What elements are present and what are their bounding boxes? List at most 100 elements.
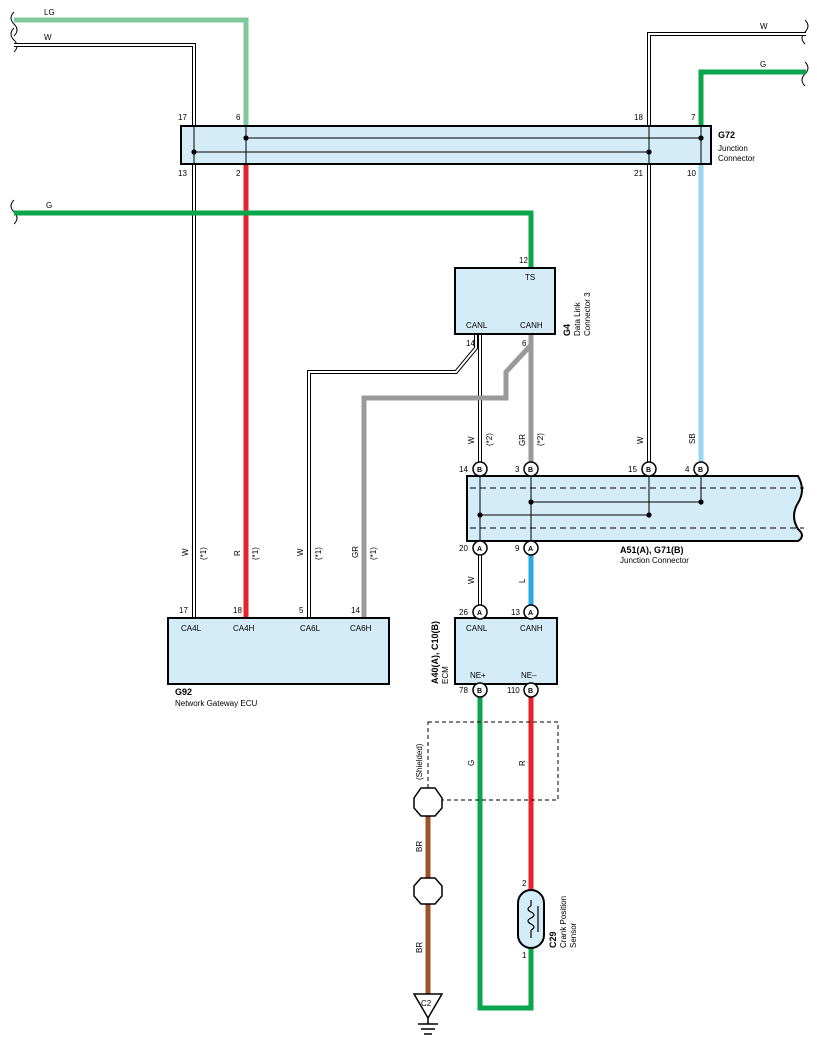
g4-name-2: Connector 3 <box>583 292 592 336</box>
g4-pin-12: 12 <box>519 256 528 265</box>
c29-pin-1: 1 <box>522 951 527 960</box>
g92-pin-18: 18 <box>233 606 242 615</box>
g72-internal-bus <box>193 126 702 164</box>
g72-pin-13: 13 <box>178 169 187 178</box>
label-g-mid: G <box>46 201 52 210</box>
a51-pin-9-letter: A <box>528 546 533 553</box>
a51-pin-15: 15 <box>628 465 637 474</box>
g92-pin-14: 14 <box>351 606 360 615</box>
label-sb-a51-4: SB <box>688 433 697 444</box>
g4-code: G4 <box>562 324 572 336</box>
g4-terminal-canh: CANH <box>520 321 543 330</box>
g72-pin-17: 17 <box>178 113 187 122</box>
ecm-terminal-canh: CANH <box>520 624 543 633</box>
g4-connector-box <box>454 267 556 335</box>
c29-sensor-body <box>517 889 545 949</box>
ecm-box <box>454 617 558 685</box>
g92-terminal-ca6h: CA6H <box>350 624 372 633</box>
a51-pin-20: 20 <box>459 544 468 553</box>
ecm-pin-110-letter: B <box>528 688 533 695</box>
g92-terminal-ca6l: CA6L <box>300 624 321 633</box>
label-star2-b: (*2) <box>536 433 545 446</box>
label-w-top-right: W <box>760 22 768 31</box>
label-g-top-right: G <box>760 60 766 69</box>
g92-code: G92 <box>175 687 192 697</box>
label-star1-b: (*1) <box>251 547 260 560</box>
g72-pin-6: 6 <box>236 113 241 122</box>
c29-coil-icon <box>527 900 539 938</box>
label-star2-a: (*2) <box>485 433 494 446</box>
a51-top-pin-circles <box>472 461 709 698</box>
a51-connector-box <box>466 475 803 542</box>
wire-w-top-left <box>14 43 196 126</box>
ecm-pin-110: 110 <box>507 686 520 695</box>
a51-pin-14: 14 <box>459 465 468 474</box>
label-w-top-left: W <box>44 33 52 42</box>
g72-connector-box <box>180 125 712 165</box>
label-w-ecm: W <box>467 576 476 584</box>
a51-pin-3: 3 <box>515 465 520 474</box>
g72-code: G72 <box>718 130 735 140</box>
wire-g-top-right <box>698 69 806 126</box>
wire-g-mid <box>14 210 534 268</box>
label-w-a51-15: W <box>636 436 645 444</box>
a51-internal-bus <box>470 476 804 541</box>
a51-pin-20-letter: A <box>477 546 482 553</box>
ground-icon <box>412 993 444 1035</box>
wire-lg <box>14 17 249 126</box>
g92-pin-17: 17 <box>179 606 188 615</box>
label-r-g92: R <box>233 550 242 556</box>
g72-pin-10: 10 <box>687 169 696 178</box>
g4-pin-14: 14 <box>466 339 475 348</box>
label-star1-d: (*1) <box>369 547 378 560</box>
label-g-ne: G <box>467 760 476 766</box>
g4-name-1: Data Link <box>573 301 582 336</box>
ecm-pin-26-letter: A <box>477 610 482 617</box>
g4-pin-6: 6 <box>522 339 527 348</box>
label-br-top: BR <box>415 841 424 852</box>
ecm-pin-78: 78 <box>459 686 468 695</box>
a51-pin-9: 9 <box>515 544 520 553</box>
ecm-pin-78-letter: B <box>477 688 482 695</box>
a51-junction-dots <box>477 499 704 518</box>
label-br-bottom: BR <box>415 942 424 953</box>
a51-name: Junction Connector <box>620 556 689 565</box>
label-lg: LG <box>44 8 55 17</box>
ecm-code: A40(A), C10(B) <box>430 621 440 684</box>
g92-name: Network Gateway ECU <box>175 699 257 708</box>
ecm-pin-26: 26 <box>459 608 468 617</box>
a51-pin-14-letter: B <box>477 467 482 474</box>
g4-terminal-canl: CANL <box>466 321 488 330</box>
label-r-ne: R <box>518 760 527 766</box>
break-mark-right <box>801 19 809 87</box>
label-gr-a51-3: GR <box>518 434 527 446</box>
g92-ecu-box <box>167 617 390 685</box>
g92-pin-5: 5 <box>299 606 304 615</box>
label-shielded: (Shielded) <box>415 743 424 780</box>
g72-pin-21: 21 <box>634 169 643 178</box>
shield-splice-2 <box>413 877 443 905</box>
ground-label: C2 <box>421 999 432 1008</box>
ecm-terminal-canl: CANL <box>466 624 488 633</box>
label-w-g92-17: W <box>181 548 190 556</box>
label-gr-g92: GR <box>351 546 360 558</box>
a51-code: A51(A), G71(B) <box>620 545 684 555</box>
a51-pin-3-letter: B <box>528 467 533 474</box>
a51-pin-15-letter: B <box>646 467 651 474</box>
wire-w-top-right <box>647 32 806 126</box>
c29-name-1: Crank Position <box>559 896 568 948</box>
g72-pin-18: 18 <box>634 113 643 122</box>
wire-w-g92-5 <box>307 334 478 618</box>
ecm-pin-13: 13 <box>511 608 520 617</box>
c29-name-2: Sensor <box>569 922 578 948</box>
g72-name-1: Junction <box>718 144 748 153</box>
label-star1-a: (*1) <box>199 547 208 560</box>
label-star1-c: (*1) <box>314 547 323 560</box>
c29-code: C29 <box>548 931 558 948</box>
g72-junction-dots <box>191 135 704 155</box>
shield-splice-1 <box>413 787 443 817</box>
ecm-terminal-ne-plus: NE+ <box>470 671 486 680</box>
ecm-terminal-ne-minus: NE– <box>521 671 537 680</box>
label-w-g92-5: W <box>296 548 305 556</box>
